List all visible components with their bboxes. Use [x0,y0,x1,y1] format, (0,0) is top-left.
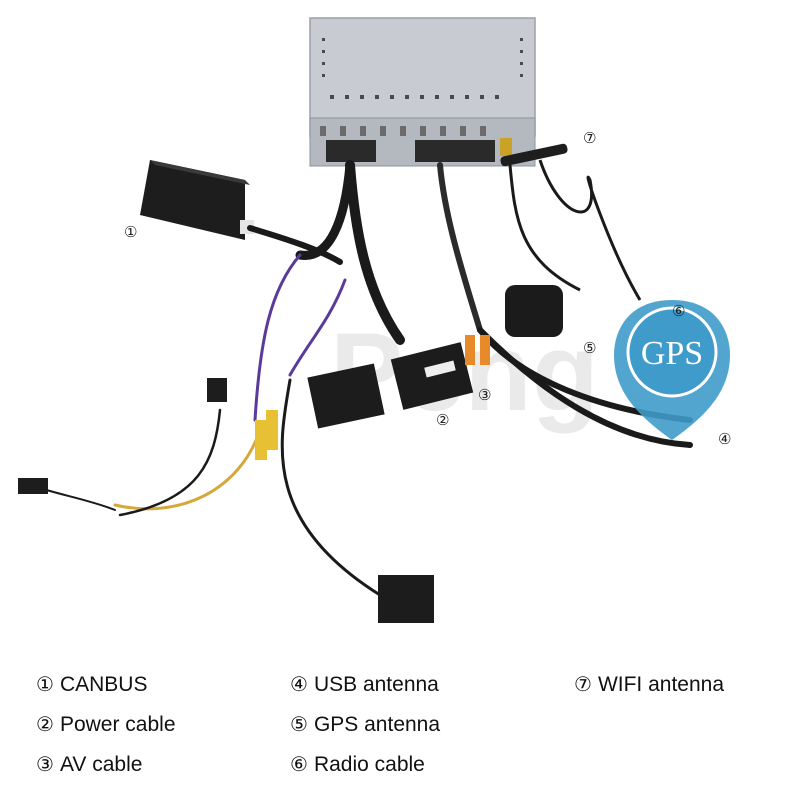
legend-label: USB antenna [313,673,439,696]
legend-number: ③ [36,752,54,776]
legend-label: CANBUS [59,673,148,696]
callout-7: ⑦ [583,129,597,147]
iso-connector [307,363,385,429]
legend-number: ⑦ [574,672,592,696]
gps-badge: GPS [614,300,730,440]
legend-number: ② [36,712,54,736]
legend-number: ① [36,672,54,696]
legend-label: GPS antenna [313,713,441,736]
legend-label: AV cable [59,753,143,776]
radio-connector [378,575,434,623]
legend-label: Radio cable [313,753,425,776]
callout-6: ⑥ [672,302,686,320]
gps-puck [505,285,563,337]
vent-holes [322,38,523,99]
callout-5: ⑤ [583,339,597,357]
power-connector [390,342,474,410]
legend-number: ④ [290,672,308,696]
small-connectors [18,378,227,494]
canbus-box [140,160,254,240]
callout-2: ② [436,411,450,429]
legend-number: ⑤ [290,712,308,736]
callout-3: ③ [478,386,492,404]
callout-4: ④ [718,430,732,448]
harness-illustration: Peng [18,17,730,623]
main-harness [29,160,693,597]
callout-1: ① [124,223,138,241]
wifi-antenna [500,143,642,301]
legend-label: Power cable [59,713,176,736]
legend-number: ⑥ [290,752,308,776]
product-photo: Peng [18,17,732,623]
rca-connectors [255,335,490,460]
head-unit [309,17,536,167]
legend-label: WIFI antenna [597,673,724,696]
gps-badge-label: GPS [641,335,703,372]
